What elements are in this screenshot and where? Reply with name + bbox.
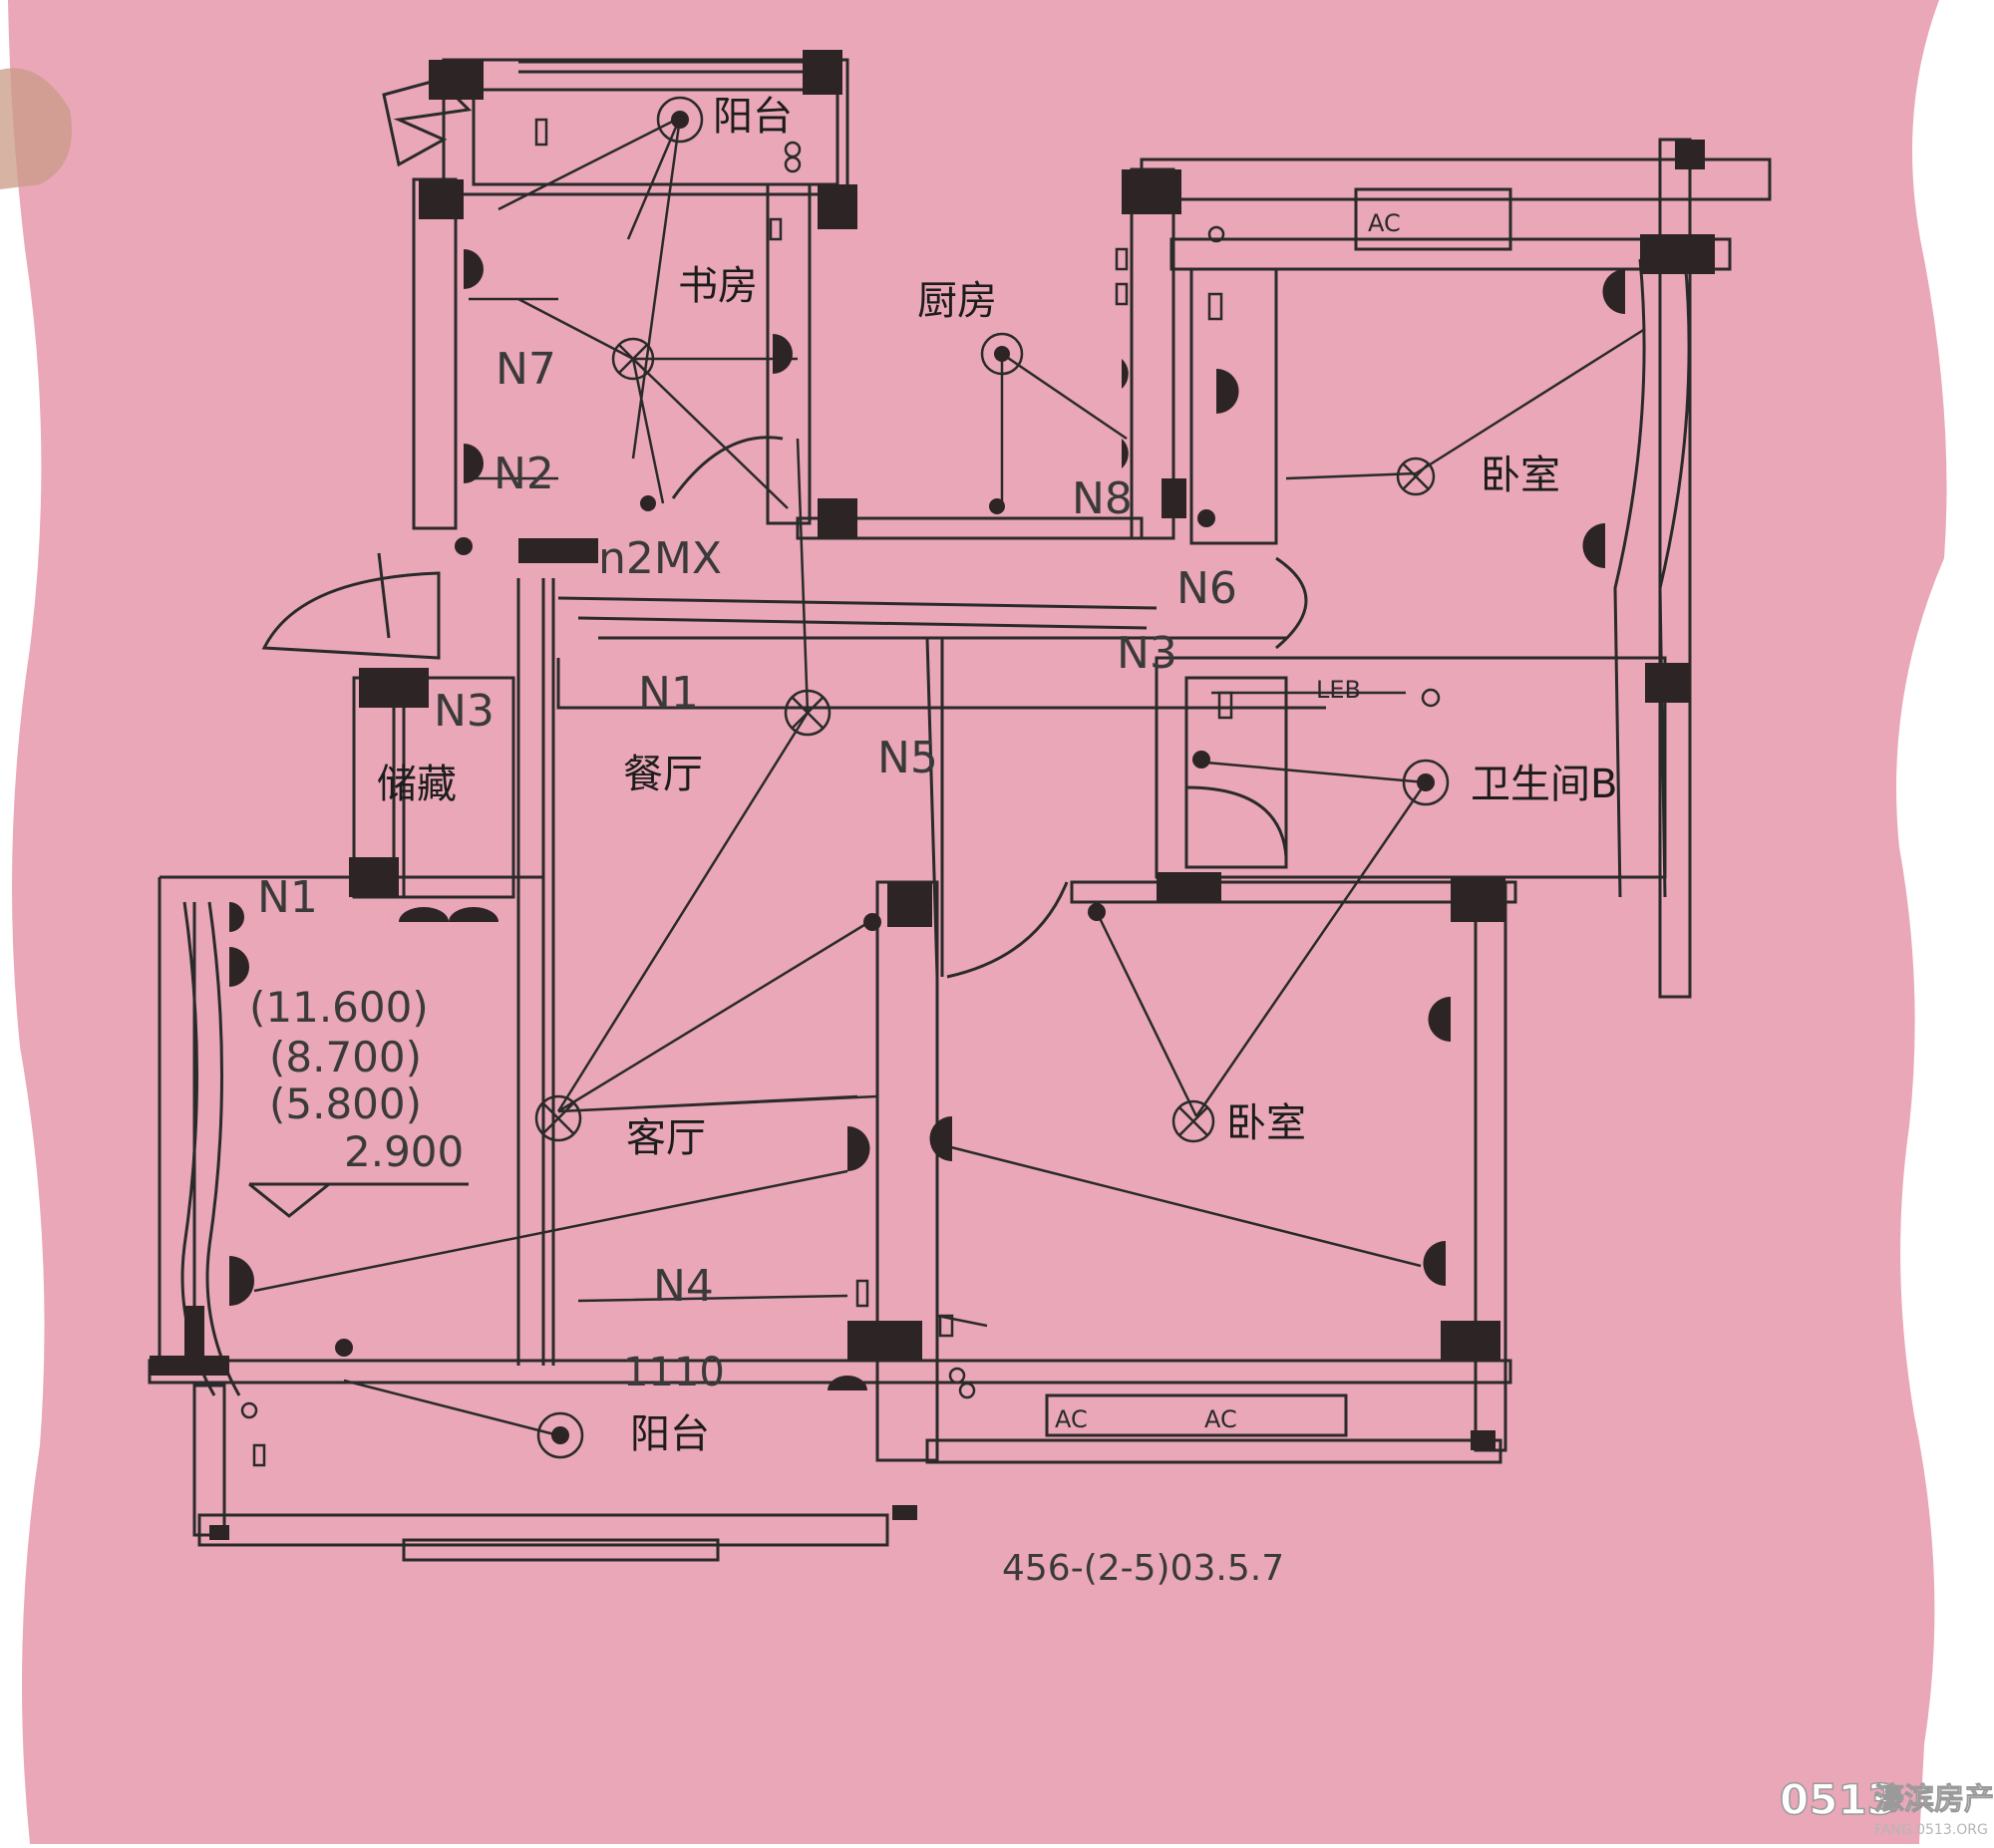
light-dining — [784, 689, 831, 737]
watermark-logo-number: 0513 — [1780, 1775, 1896, 1824]
light-balcony-top — [656, 96, 704, 144]
columns — [150, 50, 1715, 1540]
fixtures — [229, 118, 1625, 1467]
code-leb: LEB — [1316, 676, 1361, 704]
room-label-kitchen: 厨房 — [917, 278, 997, 324]
light-balcony-bottom — [536, 1411, 584, 1459]
light-living — [534, 1094, 582, 1142]
level-1: (11.600) — [249, 983, 429, 1032]
room-label-balcony-top: 阳台 — [713, 94, 793, 140]
code-n3-right: N3 — [1117, 628, 1177, 679]
light-kitchen — [980, 332, 1024, 376]
code-n7: N7 — [496, 344, 556, 395]
finger-shadow — [0, 68, 72, 189]
light-bedroom-top — [1396, 457, 1436, 496]
code-n1-top: N1 — [638, 668, 699, 719]
light-study — [611, 337, 655, 381]
watermark-brand: 濠滨房产 — [1874, 1782, 1994, 1817]
room-label-bedroom-top: 卧室 — [1481, 453, 1560, 498]
code-n1-left: N1 — [257, 872, 318, 923]
code-ac-bottom-2: AC — [1204, 1405, 1237, 1433]
room-label-balcony-bottom: 阳台 — [630, 1411, 710, 1457]
code-n2: N2 — [494, 449, 554, 499]
code-ac-bottom-1: AC — [1055, 1405, 1088, 1433]
light-bathroom — [1402, 759, 1450, 806]
watermark: 0513 濠滨房产 FANG.0513.ORG — [1779, 1774, 1994, 1838]
code-n2mx: n2MX — [598, 533, 722, 584]
room-label-dining: 餐厅 — [623, 752, 703, 797]
level-2: (8.700) — [269, 1033, 422, 1081]
level-marker-triangle — [248, 1182, 469, 1218]
drawing-number: 456-(2-5)03.5.7 — [1002, 1548, 1284, 1589]
lights — [534, 96, 1450, 1459]
code-ac-top: AC — [1368, 209, 1401, 237]
watermark-url: FANG.0513.ORG — [1874, 1822, 1988, 1838]
room-label-bathroom: 卫生间B — [1471, 762, 1617, 807]
level-3: (5.800) — [269, 1079, 422, 1128]
level-4: 2.900 — [344, 1127, 464, 1176]
wiring — [253, 116, 1646, 1437]
room-label-storage: 储藏 — [377, 762, 457, 807]
room-label-study: 书房 — [678, 263, 758, 309]
code-n8: N8 — [1072, 473, 1133, 524]
light-bedroom-bottom — [1171, 1099, 1215, 1143]
code-n4: N4 — [653, 1261, 714, 1312]
code-n3-left: N3 — [434, 686, 495, 737]
code-n5: N5 — [877, 733, 938, 783]
room-label-bedroom-bottom: 卧室 — [1226, 1100, 1306, 1146]
code-n110: 1110 — [623, 1350, 725, 1395]
room-label-living: 客厅 — [626, 1115, 706, 1161]
code-n6: N6 — [1176, 563, 1237, 614]
